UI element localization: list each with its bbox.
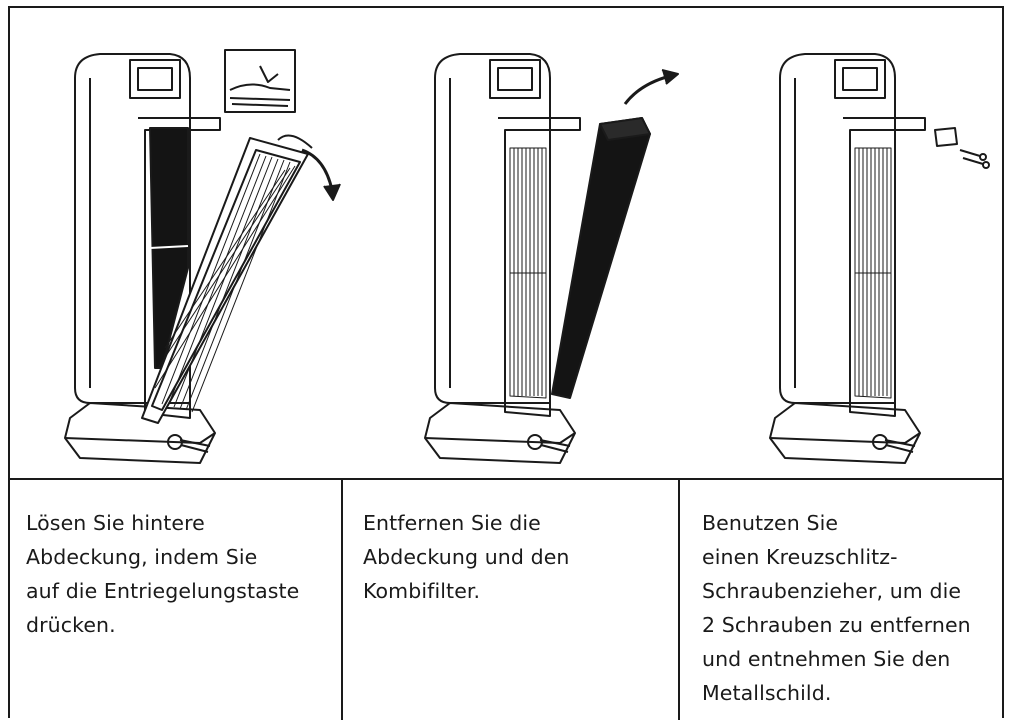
instruction-text-row: Lösen Sie hintere Abdeckung, indem Sie a… <box>10 480 1002 720</box>
step-3-cell: Benutzen Sie einen Kreuzschlitz- Schraub… <box>680 480 1002 720</box>
illustration-step-3 <box>769 53 990 464</box>
step-1-text: Lösen Sie hintere Abdeckung, indem Sie a… <box>26 511 300 637</box>
release-arrow-icon <box>301 148 334 191</box>
step-2-cell: Entfernen Sie die Abdeckung und den Komb… <box>343 480 680 720</box>
illustration-row <box>10 8 1002 478</box>
illustration-step-2 <box>424 53 679 464</box>
step-1-cell: Lösen Sie hintere Abdeckung, indem Sie a… <box>10 480 343 720</box>
illustration-step-1 <box>64 49 341 464</box>
remove-arrow-icon <box>623 74 671 105</box>
step-2-text: Entfernen Sie die Abdeckung und den Komb… <box>363 511 570 603</box>
instruction-table: Lösen Sie hintere Abdeckung, indem Sie a… <box>8 6 1004 720</box>
row-divider <box>10 478 1002 480</box>
step-3-text: Benutzen Sie einen Kreuzschlitz- Schraub… <box>702 511 971 705</box>
screw-icon <box>959 149 990 169</box>
